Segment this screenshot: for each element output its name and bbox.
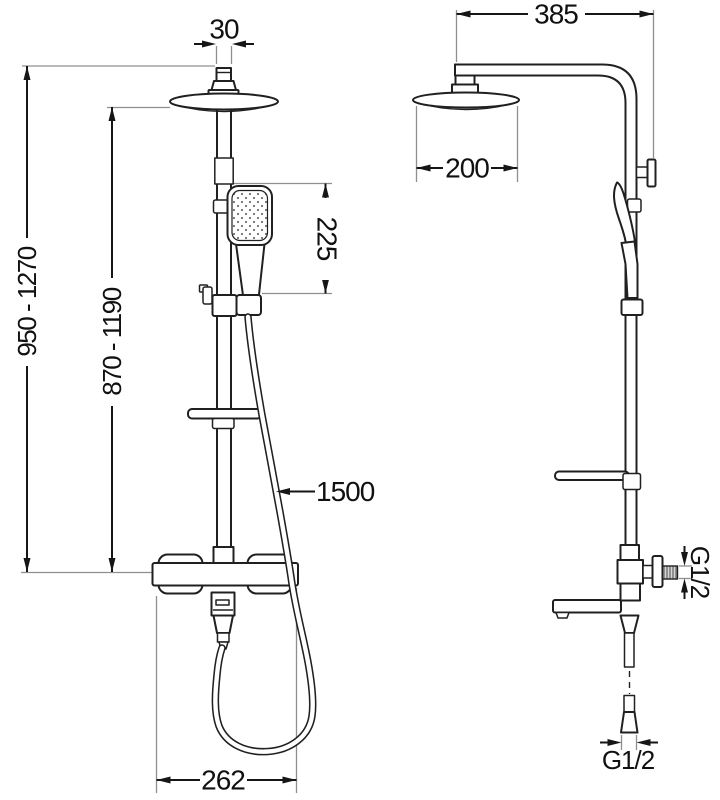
dim-label-total-height: 950 - 1270 [12,246,42,356]
shower-hose [211,313,317,756]
outlet-thread-nipple [661,565,679,580]
rain-shower-head [169,92,279,113]
dim-outlet-thread: G1/2 [681,546,715,599]
mixer-body [151,562,299,587]
dim-hose-thread: G1/2 [600,739,658,775]
dim-label-outlet-thread: G1/2 [685,546,715,599]
dim-mixer-width: 262 [156,765,297,796]
tub-spout [552,599,622,614]
side-slider [620,298,644,316]
hand-shower-spray-face [231,189,269,242]
side-mixer [552,544,679,619]
side-rain-head [412,91,520,111]
column-joint-sleeve [214,157,234,185]
dim-label-mixer-height: 870 - 1190 [97,287,127,395]
side-fixture [412,63,679,734]
dim-hose-length: 1500 [276,476,376,507]
head-stem [207,67,240,97]
hose-cone-fitting [620,711,639,734]
dim-label-stem-width: 30 [209,14,239,45]
side-extension-lines [415,10,692,750]
handset-cradle [235,294,262,316]
dim-label-mixer-width: 262 [201,765,245,796]
hand-shower [226,185,273,300]
dim-label-arm-reach: 385 [534,0,578,30]
hand-shower-handle [235,243,266,300]
dim-label-hose-thread: G1/2 [602,745,655,775]
outlet-flange [651,555,664,588]
side-soap-shelf [554,470,642,491]
side-head-stem [454,74,476,86]
side-view: 385 200 G1/2 G1/2 [412,0,715,775]
front-fixture [151,67,317,756]
outlet-neck [642,564,654,579]
thermostatic-mixer [151,546,299,650]
dim-handset-length: 225 [312,183,343,294]
wall-bracket [635,158,657,188]
front-view: 30 950 - 1270 870 - 1190 225 [12,14,376,796]
dim-label-head-diameter: 200 [445,153,489,184]
soap-shelf [187,408,263,430]
spout-aerator [555,611,570,619]
dim-total-height: 950 - 1270 [12,66,42,572]
dim-label-handset-length: 225 [312,217,343,261]
dim-head-diameter: 200 [416,153,518,184]
slider-assembly [198,284,262,317]
side-column-arm [454,63,638,548]
dim-label-hose-length: 1500 [316,476,375,507]
dim-arm-reach: 385 [456,0,654,30]
front-extension-lines [21,46,332,793]
side-hand-shower [613,181,642,299]
hose-connector [619,614,640,734]
slider-clamp [211,294,238,317]
dim-stem-width: 30 [194,14,254,48]
dim-mixer-height: 870 - 1190 [97,107,127,572]
